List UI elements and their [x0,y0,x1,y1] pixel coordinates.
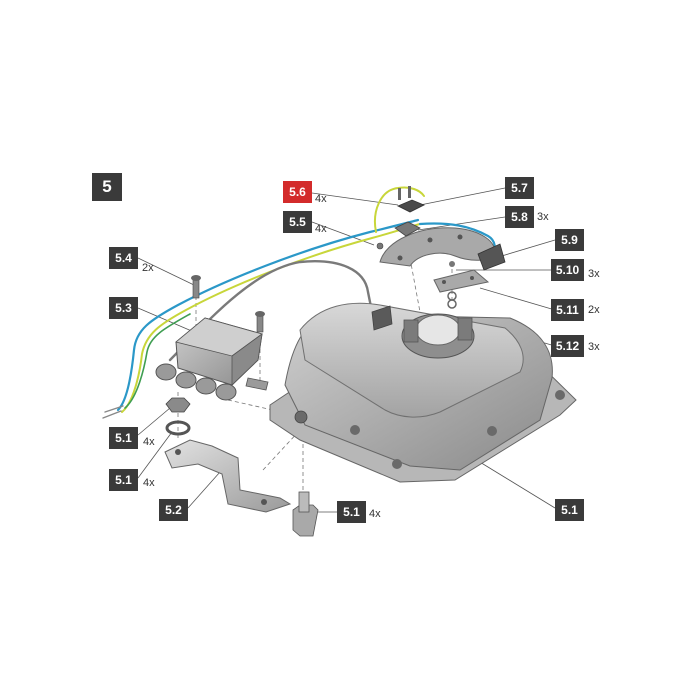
callout-quantity: 4x [315,223,327,235]
callout-label: 5.6 [283,181,312,203]
callout-label: 5.12 [551,335,584,357]
callout-label: 5.1 [109,427,138,449]
callout-quantity: 3x [588,268,600,280]
main-housing [269,302,577,483]
callout-label: 5.7 [505,177,534,199]
callout-label: 5.2 [159,499,188,521]
callout-label: 5.5 [283,211,312,233]
junction-box [155,317,269,401]
washer-5-1 [165,420,191,436]
callout-label: 5.1 [109,469,138,491]
mounting-bracket [164,439,292,513]
callout-quantity: 3x [588,341,600,353]
callout-label: 5.1 [555,499,584,521]
callout-quantity: 4x [315,193,327,205]
callout-label: 5.9 [555,229,584,251]
screw-5-4 [191,275,201,299]
callout-quantity: 4x [369,508,381,520]
nut-5-1 [165,397,191,413]
hardware [165,275,319,537]
callout-quantity: 4x [143,477,155,489]
bolt-5-1 [292,491,319,537]
callout-label: 5.3 [109,297,138,319]
callout-label: 5.11 [551,299,584,321]
callout-label: 5.4 [109,247,138,269]
callout-quantity: 3x [537,211,549,223]
callout-label: 5.8 [505,206,534,228]
sensor-assembly [376,186,506,309]
callout-label: 5.10 [551,259,584,281]
callout-quantity: 4x [143,436,155,448]
callout-quantity: 2x [588,304,600,316]
step-number: 5 [92,173,122,201]
callout-label: 5.1 [337,501,366,523]
callout-quantity: 2x [142,262,154,274]
screw-5-4-b [255,311,265,333]
